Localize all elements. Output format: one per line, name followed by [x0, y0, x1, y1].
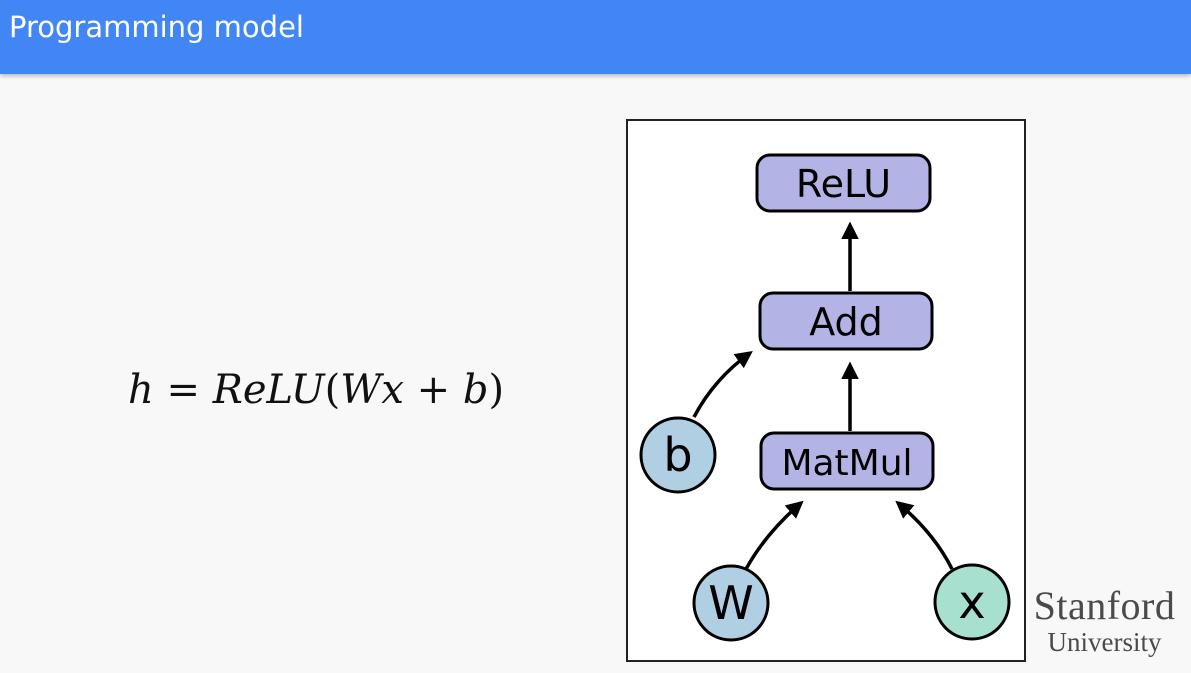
node-add-label: Add — [809, 300, 883, 344]
formula-lhs: h — [128, 367, 154, 413]
graph-canvas: ReLU Add MatMul b W x — [639, 153, 1011, 642]
formula-close-paren: ) — [488, 367, 505, 413]
node-relu: ReLU — [755, 153, 932, 213]
node-w-label: W — [708, 576, 753, 630]
node-matmul: MatMul — [759, 431, 935, 491]
node-b-circle — [639, 416, 717, 494]
computation-graph: ReLU Add MatMul b W x — [626, 119, 1026, 662]
formula-func: ReLU — [212, 367, 325, 413]
node-matmul-label: MatMul — [781, 443, 912, 484]
node-matmul-box — [759, 431, 935, 491]
node-x-label: x — [958, 575, 985, 629]
node-b-label: b — [663, 428, 692, 482]
stanford-logo-sub: University — [1047, 627, 1162, 657]
node-x-circle — [933, 563, 1011, 641]
node-add-box — [758, 291, 934, 351]
relu-formula: h = ReLU(Wx + b) — [128, 360, 504, 420]
node-x: x — [933, 563, 1011, 641]
node-w: W — [692, 564, 770, 642]
slide-title: Programming model — [9, 10, 304, 44]
formula-open-paren: ( — [324, 367, 341, 413]
formula-x: x — [381, 367, 404, 413]
node-b: b — [639, 416, 717, 494]
edge-w-to-matmul — [744, 500, 804, 570]
stanford-logo-name: Stanford — [1033, 583, 1176, 628]
node-add: Add — [758, 291, 934, 351]
node-relu-box — [755, 153, 932, 213]
formula-w: W — [340, 367, 382, 413]
node-relu-label: ReLU — [796, 162, 891, 206]
node-w-circle — [692, 564, 770, 642]
edge-x-to-matmul — [895, 500, 954, 570]
formula-b: b — [462, 367, 489, 413]
formula-equals: = — [153, 367, 213, 413]
formula-plus: + — [403, 367, 463, 413]
edge-b-to-add — [692, 350, 753, 418]
stanford-logo: Stanford University — [1018, 583, 1191, 658]
title-bar: Programming model — [0, 0, 1191, 74]
